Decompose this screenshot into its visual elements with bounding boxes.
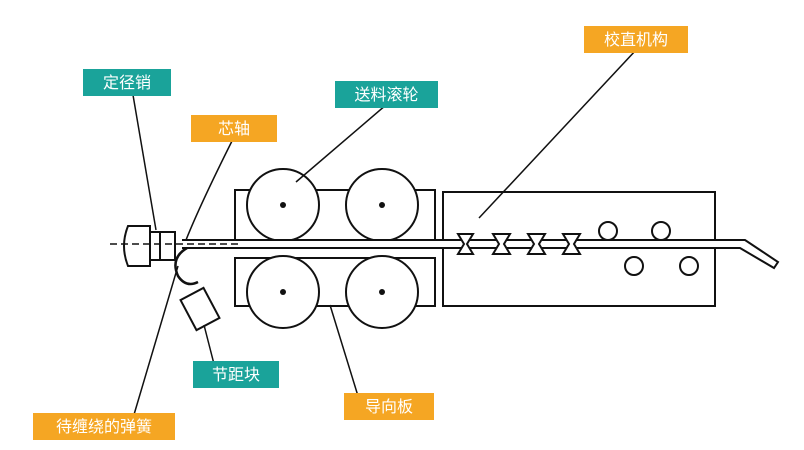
label-feed-rollers: 送料滚轮 <box>335 81 438 108</box>
leader-straightening <box>478 49 637 219</box>
leader-mandrel <box>185 140 233 241</box>
label-straightening-mechanism: 校直机构 <box>584 26 688 53</box>
leader-pitch-block <box>203 324 215 365</box>
wire <box>182 239 780 270</box>
wire-guide <box>561 233 582 255</box>
label-mandrel: 芯轴 <box>191 115 277 142</box>
leader-spring <box>132 265 179 419</box>
pitch-block <box>179 286 221 332</box>
straightening-roller <box>679 256 699 276</box>
label-pitch-block: 节距块 <box>193 361 279 388</box>
label-guide-plate: 导向板 <box>344 393 434 420</box>
leader-feed-rollers <box>295 104 387 183</box>
label-spring-to-wind: 待缠绕的弹簧 <box>33 413 175 440</box>
straightening-roller <box>624 256 644 276</box>
positioning-pin <box>123 225 151 267</box>
wire-guide <box>456 233 475 255</box>
spring-coil <box>174 246 199 286</box>
wire-guide <box>491 233 512 255</box>
positioning-pin-head <box>149 231 176 261</box>
straightening-roller <box>651 221 671 241</box>
wire-guide <box>526 233 547 255</box>
label-positioning-pin: 定径销 <box>83 69 171 96</box>
straightening-roller <box>598 221 618 241</box>
leader-positioning-pin <box>132 94 157 231</box>
leader-guide-plate <box>329 304 359 397</box>
